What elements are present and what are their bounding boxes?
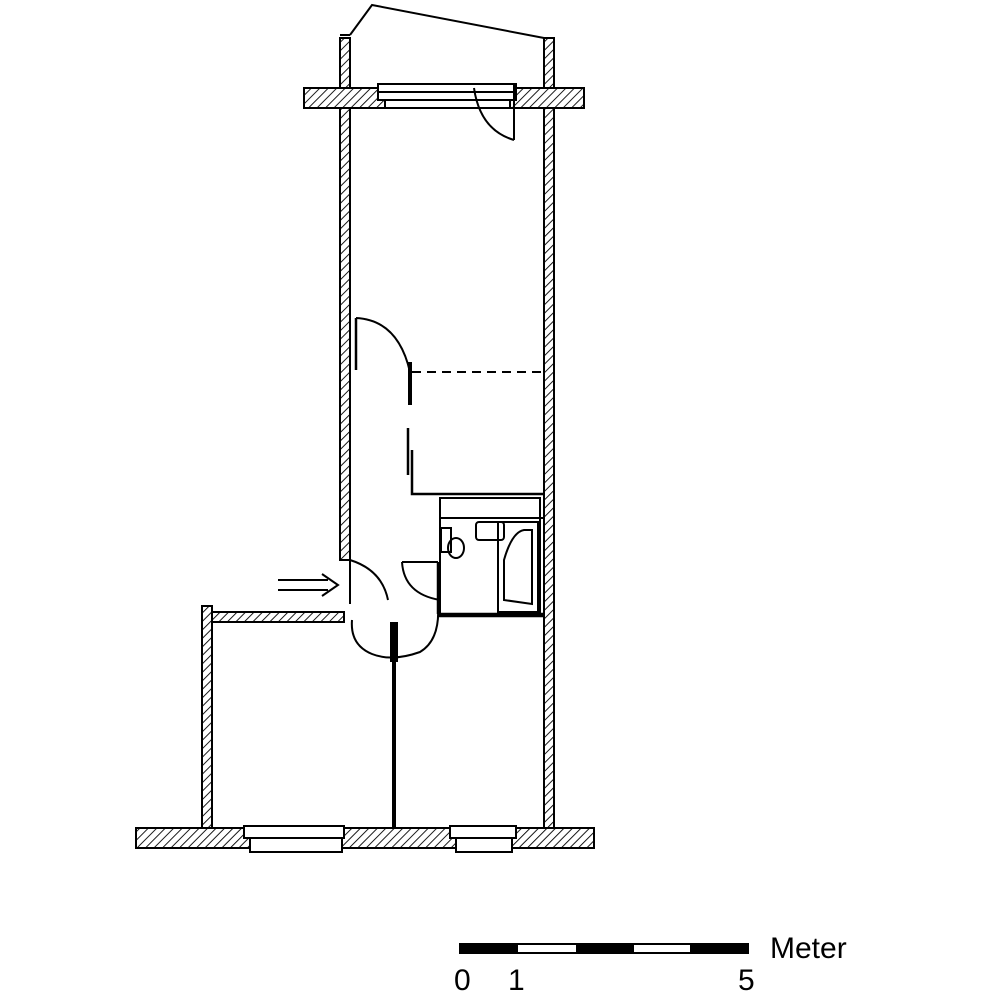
dividing-wall: [390, 622, 398, 828]
scale-tick-5: 5: [738, 964, 755, 997]
scale-tick-1: 1: [508, 964, 525, 997]
right-wall-upper: [543, 37, 555, 829]
scale-unit-label: Meter: [770, 932, 847, 965]
sink-icon: [475, 521, 505, 541]
toilet-icon: [440, 527, 465, 559]
interior-partitions: [406, 428, 544, 519]
scale-tick-0: 0: [454, 964, 471, 997]
left-wall-upper: [339, 37, 351, 561]
bottom-exterior-wall: [135, 825, 595, 853]
double-arrow-right-icon: [278, 573, 340, 597]
bathtub-icon: [497, 521, 539, 613]
scale-bar: [459, 943, 749, 954]
top-door-swing: [473, 84, 515, 141]
bedroom-door: [354, 317, 412, 405]
bathroom: [436, 497, 544, 616]
top-bay-window: [340, 3, 550, 39]
lower-unit-walls: [201, 605, 544, 829]
